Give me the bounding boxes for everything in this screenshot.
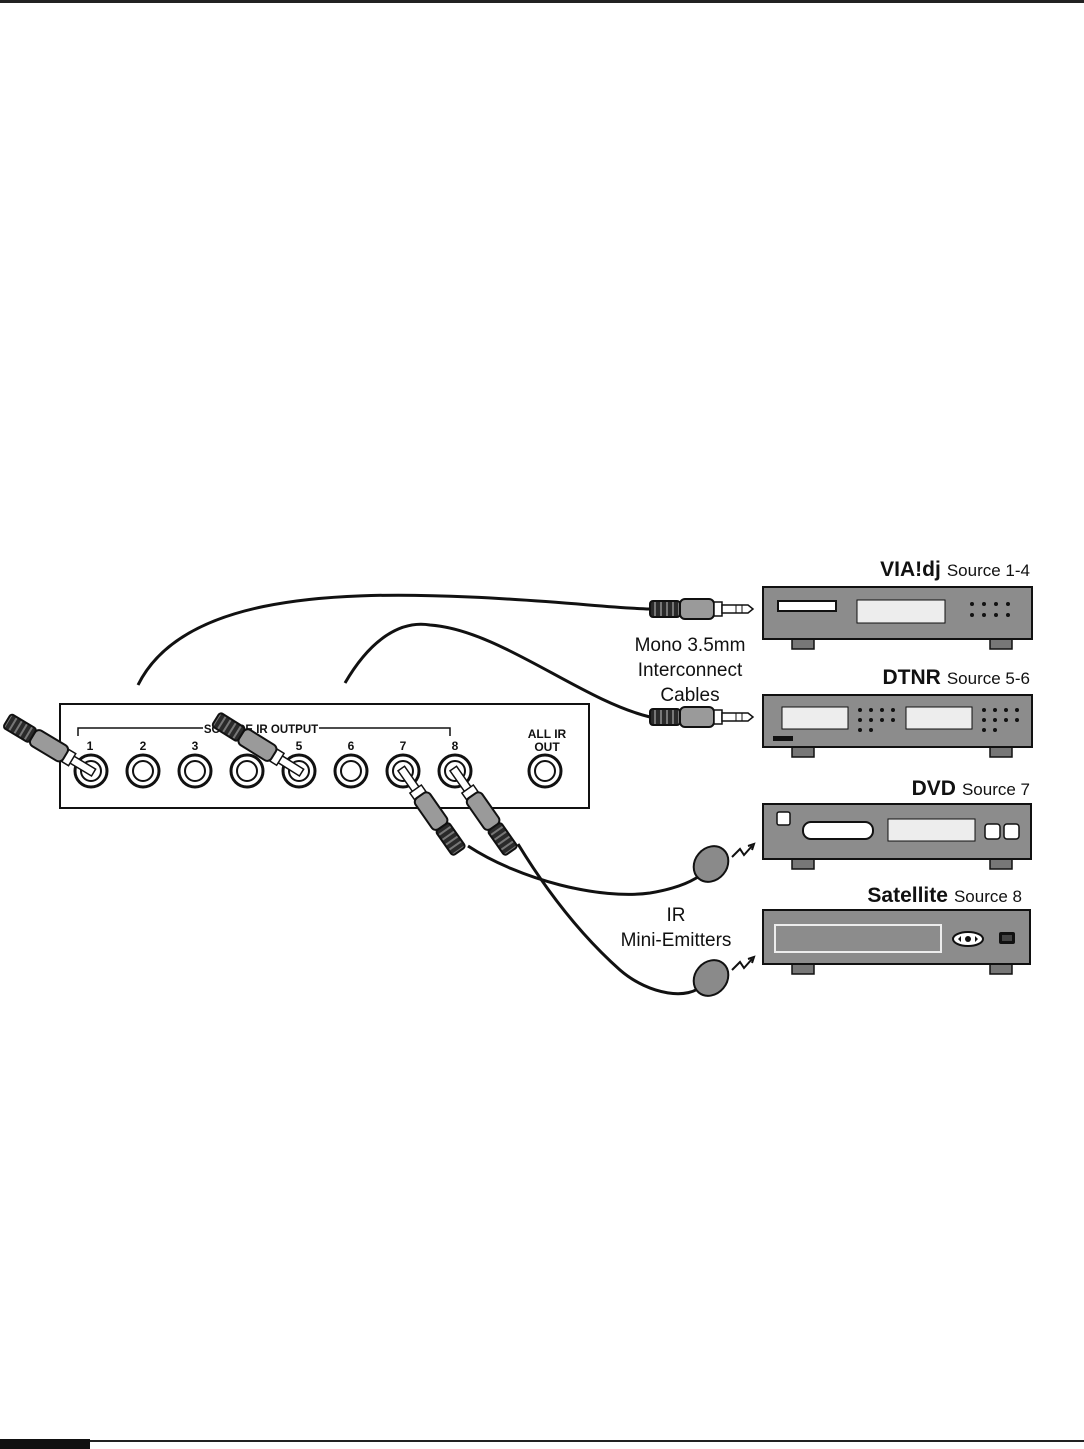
ir-emitter-dvd (692, 842, 756, 883)
ir-jack-4 (229, 753, 265, 789)
device-source-dtnr: Source 5-6 (947, 669, 1030, 688)
jack-label-8: 8 (452, 739, 459, 753)
device-satellite: Satellite Source 8 (762, 884, 1031, 975)
cable-wire-1-to-viadj (136, 593, 651, 686)
plug-viadj (649, 598, 755, 620)
plug-dtnr (649, 706, 755, 728)
all-ir-label-line1: ALL IR (528, 727, 567, 741)
plug-jack-8 (448, 765, 518, 856)
plug-jack-7 (396, 765, 466, 856)
ir-jack-3 (177, 753, 213, 789)
jack-label-2: 2 (140, 739, 147, 753)
top-rule (0, 0, 1084, 3)
jack-label-5: 5 (296, 739, 303, 753)
device-name-viadj: VIA!dj (880, 558, 941, 581)
jack-label-1: 1 (87, 739, 94, 753)
device-label-dvd: DVD Source 7 (912, 777, 1030, 800)
ir-jack-6 (333, 753, 369, 789)
cables-callout-line3: Cables (660, 685, 719, 706)
device-dtnr: DTNR Source 5-6 (762, 666, 1033, 758)
device-label-dtnr: DTNR Source 5-6 (883, 666, 1031, 689)
cables-callout-line2: Interconnect (638, 660, 743, 681)
ir-emitter-satellite (692, 955, 756, 997)
all-ir-out-jack (527, 753, 563, 789)
device-label-satellite: Satellite Source 8 (867, 884, 1022, 907)
jack-label-6: 6 (348, 739, 355, 753)
plug-jack-5 (211, 712, 305, 778)
device-name-satellite: Satellite (867, 884, 948, 907)
emitters-callout-line1: IR (667, 905, 686, 926)
ir-output-panel: SOURCE IR OUTPUT 1 2 3 4 5 6 7 8 ALL IR … (59, 703, 590, 809)
plug-jack-1 (2, 713, 97, 778)
device-name-dtnr: DTNR (883, 666, 941, 689)
device-viadj: VIA!dj Source 1-4 (762, 558, 1033, 650)
cable-wire-5-to-dtnr (343, 622, 651, 719)
jack-label-7: 7 (400, 739, 407, 753)
cables-callout-line1: Mono 3.5mm (635, 635, 746, 656)
bottom-rule (0, 1440, 1084, 1442)
ir-jack-2 (125, 753, 161, 789)
device-label-viadj: VIA!dj Source 1-4 (880, 558, 1030, 581)
device-source-viadj: Source 1-4 (947, 561, 1030, 580)
device-dvd: DVD Source 7 (762, 777, 1032, 870)
device-source-satellite: Source 8 (954, 887, 1022, 906)
device-source-dvd: Source 7 (962, 780, 1030, 799)
emitters-callout-line2: Mini-Emitters (621, 930, 732, 951)
cable-wires (136, 593, 706, 996)
emitter-wire-satellite (516, 843, 704, 996)
jack-label-3: 3 (192, 739, 199, 753)
page-footer-tab (0, 1439, 90, 1449)
device-name-dvd: DVD (912, 777, 956, 800)
emitter-wire-dvd (467, 844, 706, 896)
all-ir-label-line2: OUT (534, 740, 560, 754)
